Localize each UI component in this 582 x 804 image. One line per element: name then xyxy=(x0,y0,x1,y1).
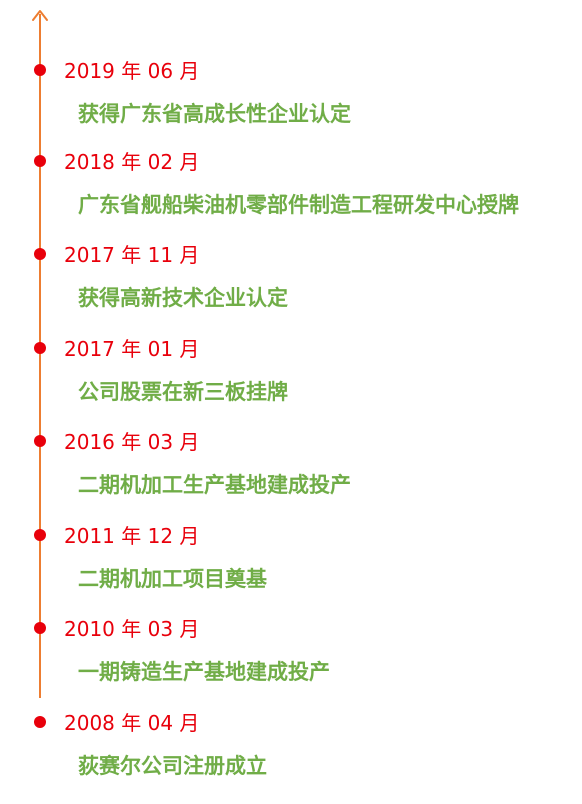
entry-event: 一期铸造生产基地建成投产 xyxy=(78,660,330,684)
timeline-entry: 2008 年 04 月 荻赛尔公司注册成立 xyxy=(0,711,582,801)
timeline-dot-icon xyxy=(34,64,46,76)
arrow-up-icon xyxy=(32,10,48,21)
entry-date: 2011 年 12 月 xyxy=(64,524,200,548)
entry-event: 二期机加工生产基地建成投产 xyxy=(78,473,351,497)
entry-event: 获得广东省高成长性企业认定 xyxy=(78,102,351,126)
timeline-dot-icon xyxy=(34,622,46,634)
timeline-dot-icon xyxy=(34,248,46,260)
entry-event: 获得高新技术企业认定 xyxy=(78,286,288,310)
timeline-entry: 2010 年 03 月 一期铸造生产基地建成投产 xyxy=(0,617,582,707)
timeline-dot-icon xyxy=(34,529,46,541)
entry-date: 2008 年 04 月 xyxy=(64,711,200,735)
timeline-entry: 2017 年 11 月 获得高新技术企业认定 xyxy=(0,243,582,333)
entry-date: 2010 年 03 月 xyxy=(64,617,200,641)
timeline-dot-icon xyxy=(34,342,46,354)
entry-event: 广东省舰船柴油机零部件制造工程研发中心授牌 xyxy=(78,193,519,217)
timeline-line xyxy=(39,14,41,698)
entry-date: 2018 年 02 月 xyxy=(64,150,200,174)
entry-event: 荻赛尔公司注册成立 xyxy=(78,754,267,778)
entry-event: 公司股票在新三板挂牌 xyxy=(78,380,288,404)
timeline-entry: 2018 年 02 月 广东省舰船柴油机零部件制造工程研发中心授牌 xyxy=(0,150,582,240)
timeline-entry: 2019 年 06 月 获得广东省高成长性企业认定 xyxy=(0,59,582,149)
entry-date: 2017 年 11 月 xyxy=(64,243,200,267)
timeline-entry: 2017 年 01 月 公司股票在新三板挂牌 xyxy=(0,337,582,427)
timeline-dot-icon xyxy=(34,716,46,728)
entry-date: 2016 年 03 月 xyxy=(64,430,200,454)
entry-event: 二期机加工项目奠基 xyxy=(78,567,267,591)
entry-date: 2019 年 06 月 xyxy=(64,59,200,83)
timeline-dot-icon xyxy=(34,435,46,447)
timeline-entry: 2016 年 03 月 二期机加工生产基地建成投产 xyxy=(0,430,582,520)
timeline-dot-icon xyxy=(34,155,46,167)
timeline-entry: 2011 年 12 月 二期机加工项目奠基 xyxy=(0,524,582,614)
entry-date: 2017 年 01 月 xyxy=(64,337,200,361)
